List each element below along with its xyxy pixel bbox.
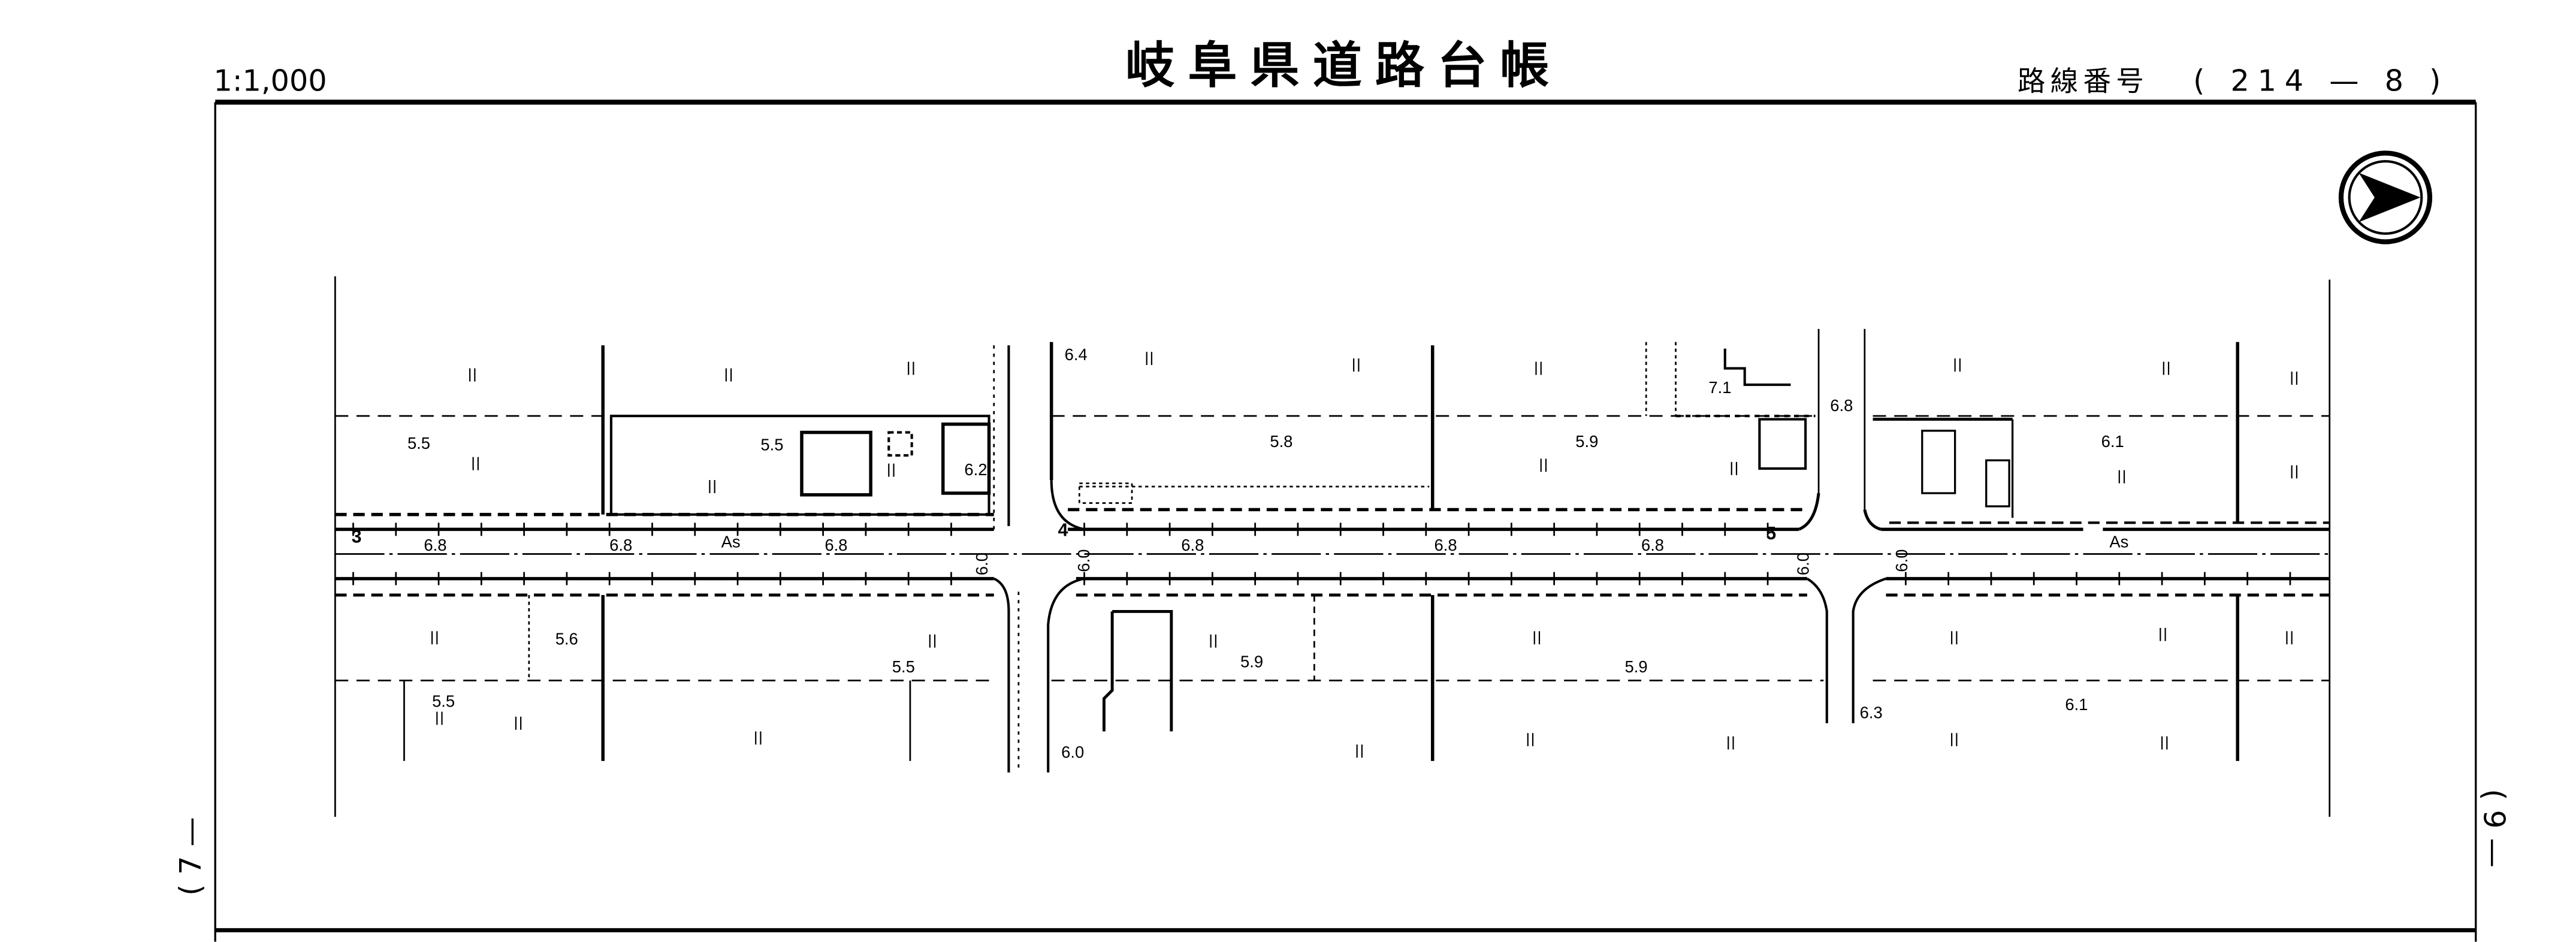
elevation: 6.0	[1061, 742, 1084, 761]
crossing-width: 6.0	[973, 552, 991, 575]
elevation: 6.4	[1065, 345, 1088, 364]
north-arrow-icon	[2338, 150, 2433, 244]
surface-label: As	[721, 532, 741, 551]
route-number-value: ( 214 — 8 )	[2193, 63, 2449, 98]
road-width-labels: 6.8 6.8 6.8 6.8 6.8 6.8	[424, 536, 1664, 554]
elevation: 5.6	[555, 629, 578, 648]
road-width: 6.8	[825, 536, 847, 554]
crossing-width: 6.0	[1074, 550, 1093, 572]
elevation: 5.9	[1240, 653, 1263, 671]
crossing-width: 6.0	[1794, 552, 1813, 575]
right-sheet-link: ( 9 —	[2477, 789, 2511, 868]
station-number: 3	[352, 527, 362, 547]
elevation: 5.5	[760, 436, 783, 454]
elevation: 6.2	[964, 460, 987, 479]
elevation: 5.9	[1625, 657, 1648, 676]
document-title: 岐阜県道路台帳	[1125, 38, 1562, 95]
route-number-label: 路線番号	[2018, 65, 2149, 97]
road-width: 6.8	[1435, 536, 1457, 554]
left-sheet-link: ( 7 —	[173, 817, 207, 895]
elevation: 5.9	[1575, 432, 1598, 451]
scale-label: 1:1,000	[213, 63, 327, 98]
elevation: 5.8	[1270, 432, 1292, 451]
elevation: 7.1	[1708, 378, 1731, 397]
road-width: 6.8	[609, 536, 632, 554]
road-edge-ticks	[352, 523, 2291, 585]
road-width: 6.8	[1181, 536, 1204, 554]
elevation: 5.5	[407, 434, 430, 452]
surface-label: As	[2109, 532, 2128, 551]
crossing-width: 6.0	[1892, 550, 1911, 572]
elevation: 5.5	[892, 657, 915, 676]
station-number: 5	[1766, 524, 1776, 544]
elevation: 6.1	[2101, 432, 2124, 451]
paddy-field-symbols	[431, 352, 2298, 758]
road-width: 6.8	[424, 536, 446, 554]
road-plan-map	[334, 276, 2331, 817]
sheet-frame	[214, 99, 2477, 942]
crossing-width-labels: 6.0 6.0 6.0 6.0	[973, 550, 1911, 576]
elevation-labels: 5.5 5.5 6.2 6.4 5.8 5.9 7.1 6.8 6.1 5.6 …	[407, 345, 2124, 761]
elevation: 5.5	[432, 692, 455, 710]
road-width: 6.8	[1641, 536, 1664, 554]
station-number: 4	[1058, 520, 1068, 540]
elevation: 6.8	[1830, 396, 1853, 415]
station-numbers: 3 4 5	[352, 520, 1776, 547]
elevation: 6.3	[1860, 704, 1883, 722]
elevation: 6.1	[2065, 695, 2088, 714]
